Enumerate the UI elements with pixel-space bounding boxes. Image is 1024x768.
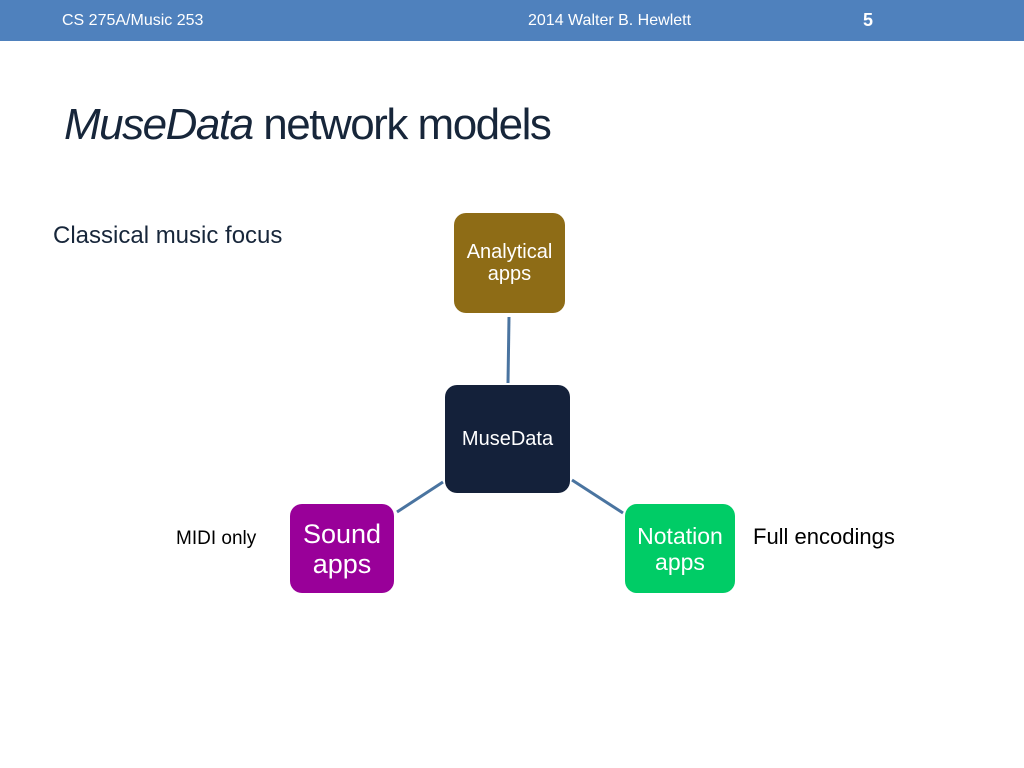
- sound-line1: Sound: [302, 518, 382, 549]
- author-label: 2014 Walter B. Hewlett: [528, 12, 692, 29]
- title-rest: network models: [252, 100, 552, 149]
- analytical-line1: Analytical: [466, 241, 553, 263]
- analytical-line2: apps: [487, 263, 532, 285]
- course-label: CS 275A/Music 253: [62, 12, 204, 29]
- connector-left: [396, 480, 444, 514]
- title-italic: MuseData: [64, 100, 254, 149]
- midi-only-note: MIDI only: [176, 528, 257, 549]
- full-encodings-note: Full encodings: [753, 524, 895, 549]
- notation-apps-node: Notation apps: [625, 504, 735, 593]
- header-bar: CS 275A/Music 253 2014 Walter B. Hewlett…: [0, 0, 1024, 41]
- connector-right: [571, 478, 624, 515]
- focus-text: Classical music focus: [53, 222, 283, 249]
- analytical-apps-node: Analytical apps: [454, 213, 565, 313]
- notation-line2: apps: [655, 548, 705, 575]
- musedata-node: MuseData: [445, 385, 570, 493]
- sound-apps-node: Sound apps: [290, 504, 394, 593]
- slide-title: MuseData network models: [64, 98, 552, 152]
- sound-line2: apps: [312, 548, 372, 579]
- connector-top: [506, 316, 511, 384]
- notation-line1: Notation: [637, 522, 723, 549]
- musedata-label: MuseData: [461, 428, 554, 450]
- page-number: 5: [863, 10, 874, 30]
